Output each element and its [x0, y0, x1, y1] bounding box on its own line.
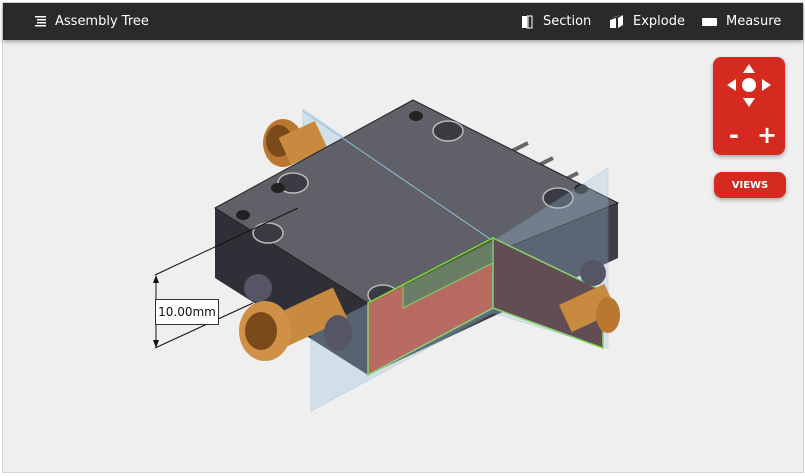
section-label: Section: [543, 14, 592, 29]
pan-control[interactable]: [713, 57, 785, 117]
views-button[interactable]: VIEWS: [714, 172, 786, 198]
measure-button[interactable]: Measure: [702, 3, 781, 40]
list-icon: [35, 16, 46, 27]
explode-button[interactable]: Explode: [609, 3, 685, 40]
connector-right: [559, 260, 620, 333]
dimension-label: 10.00mm: [155, 299, 219, 325]
zoom-in-button[interactable]: +: [757, 121, 778, 149]
assembly-model[interactable]: [3, 40, 803, 472]
housing-top-face: [214, 99, 620, 304]
pan-left-arrow-icon[interactable]: [727, 79, 736, 91]
connector-back-left: [263, 119, 328, 167]
explode-label: Explode: [633, 14, 685, 29]
pan-right-arrow-icon[interactable]: [762, 79, 771, 91]
measure-label: Measure: [726, 14, 782, 29]
explode-icon: [610, 14, 623, 28]
pan-down-arrow-icon[interactable]: [743, 98, 755, 107]
zoom-out-button[interactable]: -: [729, 121, 739, 149]
section-plane-front: [310, 240, 494, 412]
pan-up-arrow-icon[interactable]: [743, 64, 755, 73]
section-line: [302, 110, 494, 242]
section-icon: [522, 14, 533, 29]
assembly-tree-label: Assembly Tree: [55, 14, 149, 29]
toolbar: Assembly Tree Section Explode Measure: [3, 3, 803, 40]
connector-front-left: [239, 274, 352, 361]
measure-icon: [702, 17, 717, 26]
assembly-tree-button[interactable]: Assembly Tree: [35, 3, 149, 40]
navigation-control: - +: [713, 57, 785, 155]
center-icon[interactable]: [742, 78, 756, 92]
section-button[interactable]: Section: [521, 3, 591, 40]
3d-viewport[interactable]: [3, 40, 803, 472]
